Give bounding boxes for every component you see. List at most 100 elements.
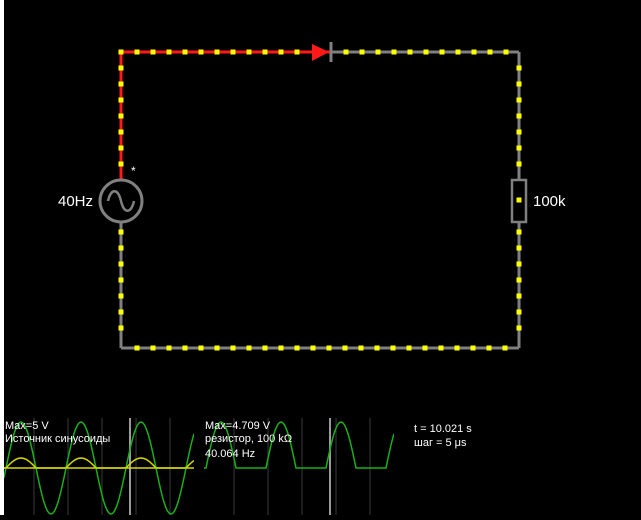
current-dot <box>118 309 124 315</box>
current-dot <box>439 49 445 55</box>
scope-source-name: Источник синусоиды <box>5 433 111 445</box>
current-dot <box>503 49 509 55</box>
current-dot <box>262 345 268 351</box>
simulation-info: t = 10.021 s шаг = 5 μs <box>404 418 641 515</box>
current-dot <box>294 345 300 351</box>
scope-resistor-plot <box>204 418 395 515</box>
resistor-icon[interactable] <box>510 178 528 224</box>
current-dot <box>487 49 493 55</box>
current-dot <box>406 345 412 351</box>
current-dot <box>166 345 172 351</box>
current-dot <box>470 345 476 351</box>
current-dot <box>182 49 188 55</box>
current-dot <box>390 345 396 351</box>
source-marker: * <box>131 164 136 178</box>
scope-source-max: Max=5 V <box>5 420 49 432</box>
current-dot <box>230 49 236 55</box>
current-dot <box>516 197 522 203</box>
current-dot <box>246 49 252 55</box>
current-dot <box>359 49 365 55</box>
current-dot <box>422 345 428 351</box>
current-dot <box>516 325 522 331</box>
current-dot <box>134 345 140 351</box>
current-dot <box>214 49 220 55</box>
current-dot <box>134 49 140 55</box>
current-dot <box>214 345 220 351</box>
current-dot <box>166 49 172 55</box>
current-dot <box>118 81 124 87</box>
current-dot <box>358 345 364 351</box>
current-dot <box>310 345 316 351</box>
scope-source[interactable]: Max=5 V Источник синусоиды <box>3 418 195 515</box>
scope-resistor-frequency: 40.064 Hz <box>205 448 256 460</box>
current-dot <box>423 49 429 55</box>
current-dot <box>118 129 124 135</box>
current-dot <box>118 325 124 331</box>
scope-panel: Max=5 V Источник синусоиды Max=4.709 V р… <box>3 418 641 515</box>
current-dot <box>407 49 413 55</box>
current-dot <box>516 129 522 135</box>
current-dot <box>516 229 522 235</box>
current-dot <box>326 345 332 351</box>
current-dot <box>516 113 522 119</box>
current-dot <box>502 345 508 351</box>
current-dot <box>230 345 236 351</box>
diode-icon[interactable] <box>312 42 333 62</box>
current-dot <box>516 81 522 87</box>
current-dot <box>198 345 204 351</box>
current-dot <box>391 49 397 55</box>
current-dot <box>118 293 124 299</box>
current-dot <box>375 49 381 55</box>
current-dots <box>118 49 522 351</box>
current-dot <box>118 245 124 251</box>
current-dot <box>343 49 349 55</box>
scope-resistor[interactable]: Max=4.709 V резистор, 100 kΩ 40.064 Hz <box>204 418 395 515</box>
current-dot <box>182 345 188 351</box>
wire-diode-to-resistor[interactable] <box>331 50 521 180</box>
current-dot <box>516 161 522 167</box>
simulation-time: t = 10.021 s <box>414 423 472 435</box>
current-dot <box>516 65 522 71</box>
wire-resistor-to-source[interactable] <box>119 222 521 350</box>
current-dot <box>278 345 284 351</box>
scope-resistor-max: Max=4.709 V <box>205 420 271 432</box>
circuit-canvas[interactable] <box>0 0 641 418</box>
current-dot <box>118 261 124 267</box>
source-frequency-label: 40Hz <box>58 193 94 210</box>
current-dot <box>118 161 124 167</box>
current-dot <box>118 229 124 235</box>
current-dot <box>342 345 348 351</box>
current-dot <box>516 277 522 283</box>
current-dot <box>516 261 522 267</box>
current-dot <box>516 293 522 299</box>
current-dot <box>262 49 268 55</box>
left-window-edge <box>0 0 4 515</box>
current-dot <box>118 277 124 283</box>
current-dot <box>118 97 124 103</box>
current-dot <box>150 345 156 351</box>
current-dot <box>198 49 204 55</box>
current-dot <box>246 345 252 351</box>
sine-wave-source-icon[interactable] <box>98 178 144 224</box>
current-dot <box>454 345 460 351</box>
current-dot <box>150 49 156 55</box>
current-dot <box>118 113 124 119</box>
current-dot <box>471 49 477 55</box>
current-dot <box>118 49 124 55</box>
scope-source-plot <box>3 418 195 515</box>
simulation-step: шаг = 5 μs <box>414 437 467 449</box>
current-dot <box>118 65 124 71</box>
current-dot <box>294 49 300 55</box>
current-dot <box>516 309 522 315</box>
current-dot <box>516 97 522 103</box>
current-dot <box>516 145 522 151</box>
current-dot <box>278 49 284 55</box>
current-dot <box>374 345 380 351</box>
wire-source-to-diode[interactable] <box>119 50 330 180</box>
current-dot <box>118 145 124 151</box>
current-dot <box>455 49 461 55</box>
current-dot <box>516 245 522 251</box>
resistor-value-label: 100k <box>533 193 566 210</box>
current-dot <box>486 345 492 351</box>
current-dot <box>438 345 444 351</box>
